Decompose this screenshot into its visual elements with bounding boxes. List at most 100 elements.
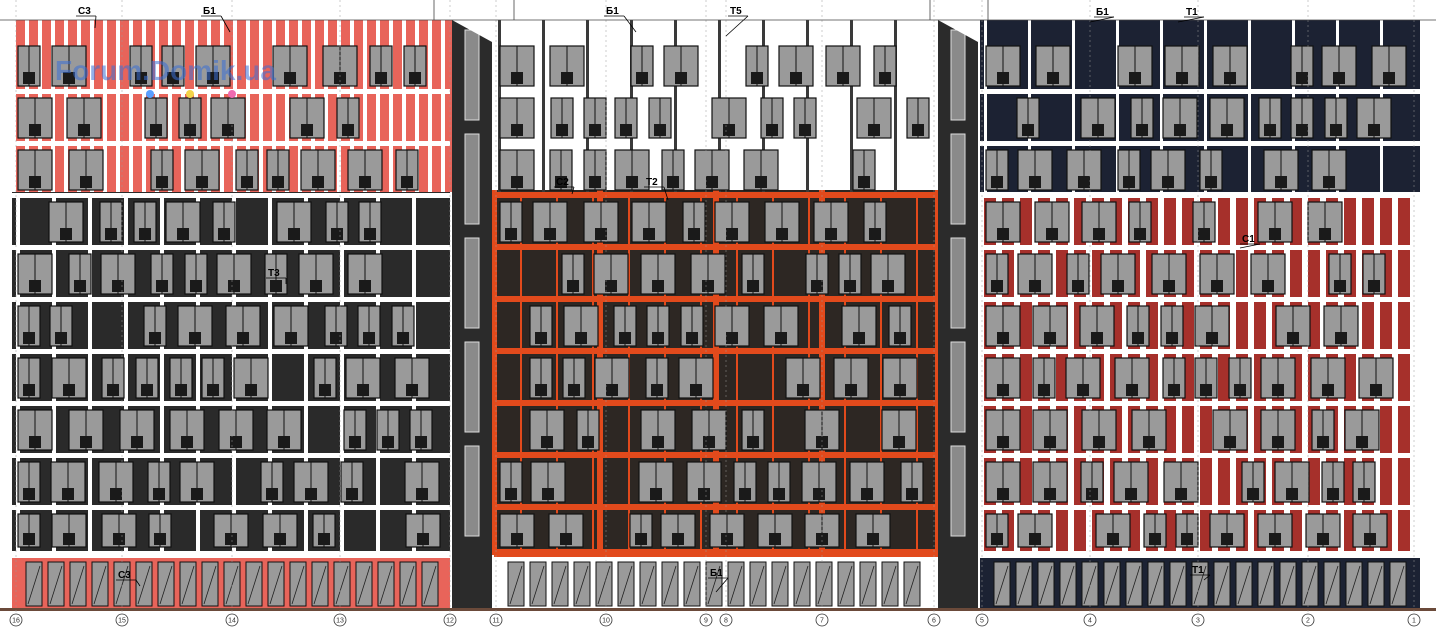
mid-ground-door-diag (861, 565, 875, 605)
left-window-door (228, 280, 240, 292)
mid-window-door (906, 488, 918, 500)
white-stripe (268, 196, 272, 553)
axis-bubble (1191, 613, 1205, 627)
dark-stripe (850, 20, 853, 192)
left-window-door (397, 332, 409, 344)
orange-mullion (556, 196, 558, 551)
mid-top-window-door (723, 124, 735, 136)
stair-core-left-slot (464, 237, 480, 329)
right-window-door (1132, 332, 1144, 344)
left-ground-door-diag (93, 565, 107, 605)
mid-window-door (776, 228, 788, 240)
left-window-door (29, 436, 41, 448)
left-window-door (222, 124, 234, 136)
watermark-dots (146, 90, 236, 98)
tag-leader-c1 (1239, 243, 1261, 249)
right-window-door (1093, 228, 1105, 240)
mid-window-door (894, 384, 906, 396)
left-window-door (107, 384, 119, 396)
left-window-door (305, 488, 317, 500)
left-window-door (349, 436, 361, 448)
right-ground-door-diag (1193, 565, 1207, 605)
right-ground-door-diag (1391, 565, 1405, 605)
axis-label: 5 (980, 618, 984, 625)
right-window-door (1126, 384, 1138, 396)
white-stripe (304, 196, 308, 553)
right-window-door (1149, 533, 1161, 545)
left-ground-door-diag (335, 565, 349, 605)
mid-window-door (726, 228, 738, 240)
dark-stripe (542, 20, 545, 192)
right-window-door (1211, 280, 1223, 292)
right-window-door (1077, 384, 1089, 396)
right-window-door (1129, 72, 1141, 84)
left-ground-door-diag (27, 565, 41, 605)
tag-leader-t5 (725, 15, 749, 37)
salmon-stripe (198, 20, 207, 192)
white-stripe (160, 196, 164, 553)
left-window-door (80, 176, 92, 188)
right-window-door (1086, 488, 1098, 500)
left-window-door (29, 124, 41, 136)
left-window-door (272, 176, 284, 188)
right-ground-door-diag (1303, 565, 1317, 605)
mid-window-door (797, 384, 809, 396)
right-window-door (1175, 488, 1187, 500)
dark-stripe (674, 20, 677, 192)
left-window-door (288, 228, 300, 240)
left-slab (12, 141, 450, 146)
right-window-door (1200, 384, 1212, 396)
mid-window-door (505, 488, 517, 500)
mid-window-door (894, 332, 906, 344)
left-ground-door-diag (269, 565, 283, 605)
mid-ground-door-diag (553, 565, 567, 605)
mid-top-window-door (799, 124, 811, 136)
mid-window-door (703, 436, 715, 448)
mid-window-door (652, 280, 664, 292)
right-ground-door-diag (1369, 565, 1383, 605)
tag-t5: Т5 (730, 6, 742, 17)
right-window-door (1092, 124, 1104, 136)
right-ground-door-diag (1347, 565, 1361, 605)
mid-ground-door-diag (597, 565, 611, 605)
mid-window-door (845, 384, 857, 396)
mid-window-door (575, 332, 587, 344)
axis-label: 14 (228, 618, 236, 625)
left-window-door (23, 533, 35, 545)
right-window-door (1029, 533, 1041, 545)
axis-label: 9 (704, 618, 708, 625)
left-ground-door-diag (181, 565, 195, 605)
stair-core-left-slot (464, 133, 480, 225)
mid-window-door (721, 533, 733, 545)
navy-gap (1160, 20, 1163, 192)
tag-c3-top: С3 (78, 6, 91, 17)
axis-label: 11 (492, 618, 499, 625)
right-ground-door-diag (1171, 565, 1185, 605)
axis-bubble (719, 613, 733, 627)
right-window-door (1368, 124, 1380, 136)
left-window-door (334, 72, 346, 84)
stair-core-right-slot (950, 133, 966, 225)
mid-window-door (541, 436, 553, 448)
left-window-door (74, 280, 86, 292)
left-window-door (23, 72, 35, 84)
right-window-door (1022, 124, 1034, 136)
right-window-door (1162, 176, 1174, 188)
salmon-stripe (406, 20, 415, 192)
right-window-door (1272, 384, 1284, 396)
mid-ground-door-diag (905, 565, 919, 605)
right-window-door (997, 436, 1009, 448)
stair-core-right-slot (950, 29, 966, 121)
right-slab (980, 89, 1420, 94)
mid-ground-door-diag (641, 565, 655, 605)
left-window-door (342, 124, 354, 136)
mid-ground-door-diag (839, 565, 853, 605)
right-window-door (1334, 280, 1346, 292)
salmon-stripe (263, 20, 272, 192)
axis-label: 1 (1412, 618, 1416, 625)
left-window-door (346, 488, 358, 500)
mid-window-door (605, 280, 617, 292)
left-window-door (363, 332, 375, 344)
mid-window-door (535, 384, 547, 396)
navy-gap (1204, 20, 1207, 192)
